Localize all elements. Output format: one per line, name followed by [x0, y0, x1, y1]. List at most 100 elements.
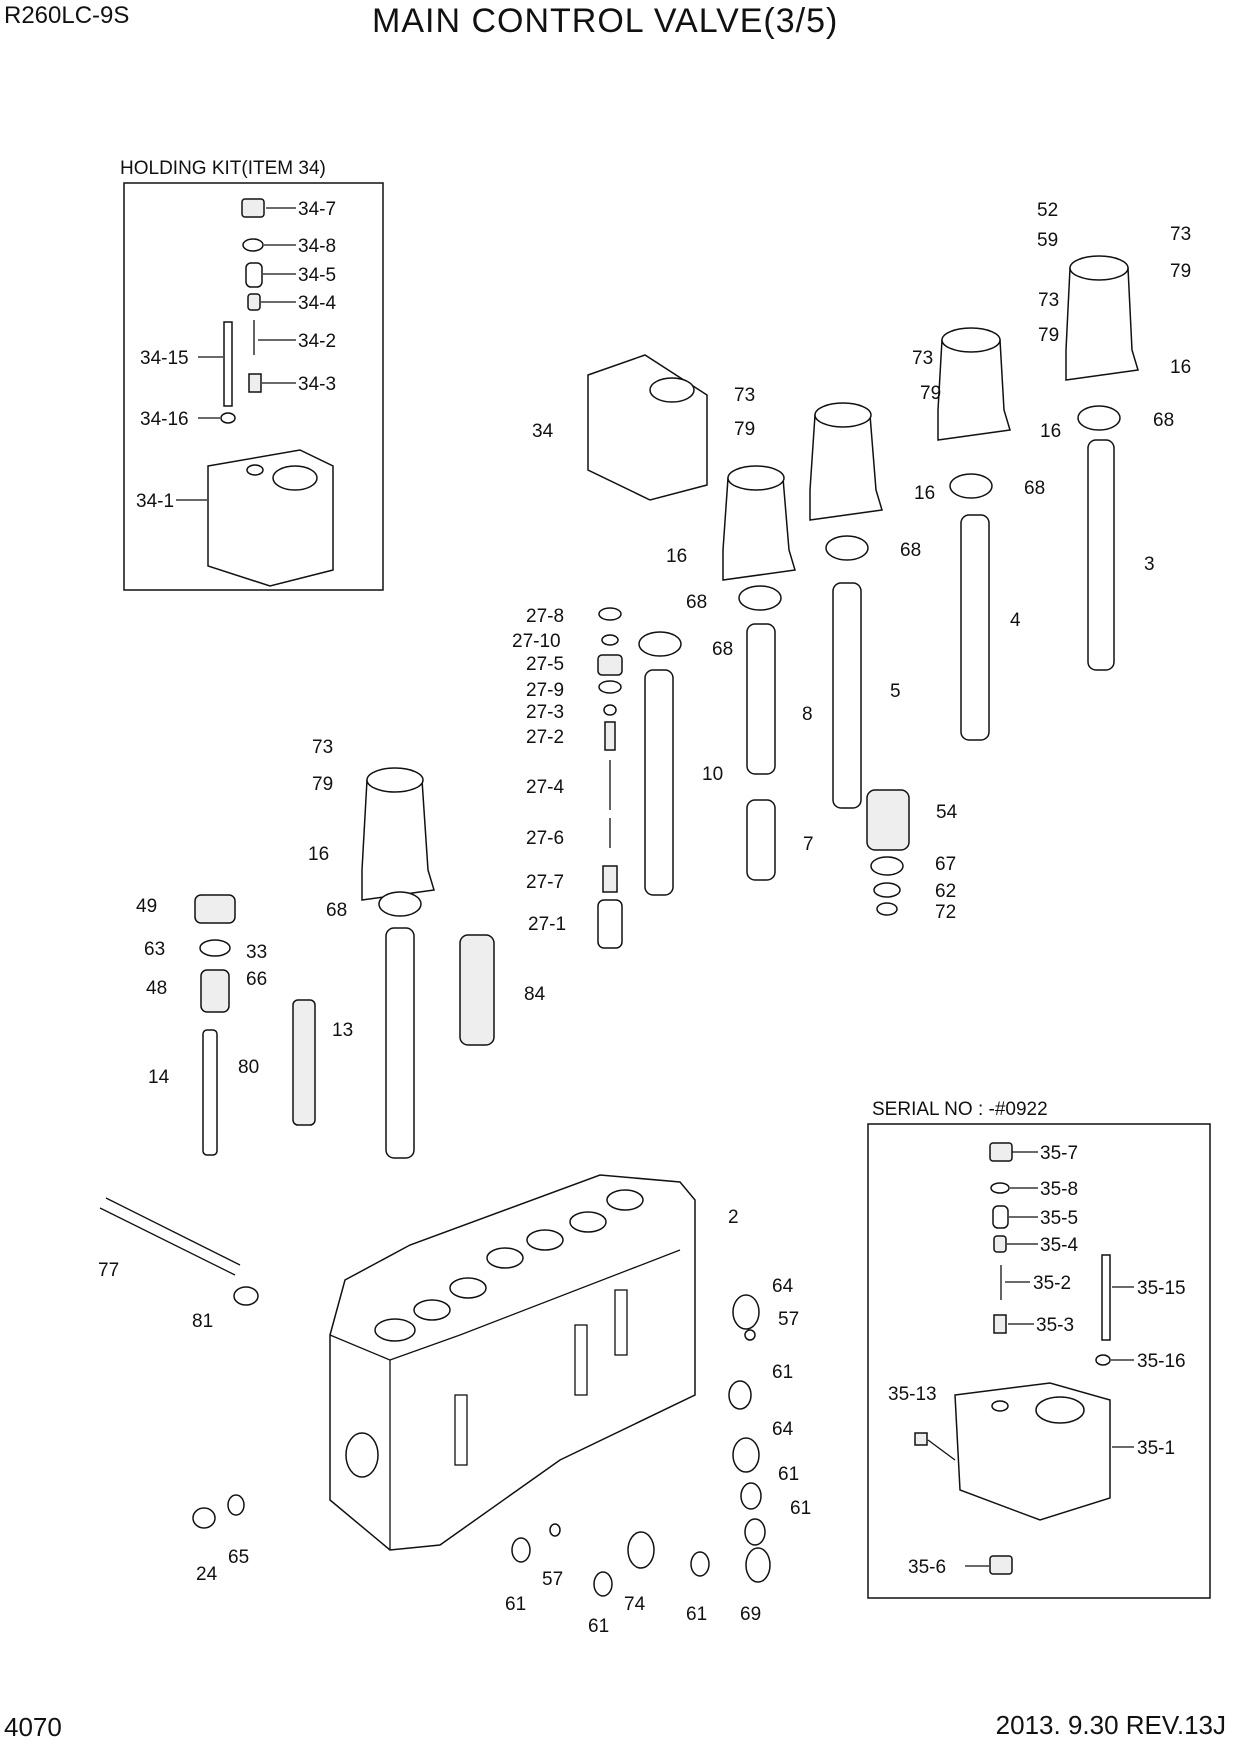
part-label: 35-6: [908, 1557, 946, 1578]
part-label: 61: [778, 1464, 799, 1485]
part-label: 34-5: [298, 265, 336, 286]
part-label: 65: [228, 1547, 249, 1568]
part-label: 59: [1037, 230, 1058, 251]
page-title: MAIN CONTROL VALVE(3/5): [372, 2, 839, 40]
part-label: 34-2: [298, 331, 336, 352]
part-label: 35-5: [1040, 1208, 1078, 1229]
part-label: 81: [192, 1311, 213, 1332]
part-label: 77: [98, 1260, 119, 1281]
part-label: 7: [803, 834, 814, 855]
part-label: 5: [890, 681, 901, 702]
part-label: 68: [326, 900, 347, 921]
part-label: 35-16: [1137, 1351, 1186, 1372]
valve-body: [329, 1174, 696, 1551]
part-label: 35-15: [1137, 1278, 1186, 1299]
part-label: 16: [666, 546, 687, 567]
part-label: 61: [686, 1604, 707, 1625]
part-label: 35-8: [1040, 1179, 1078, 1200]
part-label: 27-9: [526, 680, 564, 701]
component-parts: [99, 255, 1139, 1597]
part-label: 61: [790, 1498, 811, 1519]
part-label: 67: [935, 854, 956, 875]
part-label: 73: [1038, 290, 1059, 311]
part-label: 34-15: [140, 348, 189, 369]
part-label: 68: [686, 592, 707, 613]
part-label: 34-3: [298, 374, 336, 395]
holding-kit-caption: HOLDING KIT(ITEM 34): [120, 158, 326, 179]
part-label: 27-6: [526, 828, 564, 849]
part-label: 68: [900, 540, 921, 561]
part-label: 54: [936, 802, 958, 823]
part-label: 34-1: [136, 491, 174, 512]
part-label: 16: [1040, 421, 1061, 442]
part-label: 10: [702, 764, 723, 785]
part-label: 35-3: [1036, 1315, 1074, 1336]
part-label: 16: [914, 483, 935, 504]
serial-kit-panel: SERIAL NO : -#0922 35-7 35-8 35-5 35-4 3…: [867, 1099, 1211, 1599]
part-label: 27-10: [512, 631, 561, 652]
part-label: 62: [935, 881, 956, 902]
part-label: 34-16: [140, 409, 189, 430]
part-label: 79: [920, 383, 941, 404]
part-label: 79: [734, 419, 755, 440]
serial-kit-caption: SERIAL NO : -#0922: [872, 1099, 1048, 1120]
part-label: 27-8: [526, 606, 564, 627]
part-label: 27-5: [526, 654, 564, 675]
part-label: 61: [772, 1362, 793, 1383]
part-label: 52: [1037, 200, 1058, 221]
part-label: 34-8: [298, 236, 336, 257]
part-label: 16: [1170, 357, 1191, 378]
part-label: 73: [312, 737, 333, 758]
part-label: 73: [1170, 224, 1191, 245]
part-label: 16: [308, 844, 329, 865]
part-label: 27-4: [526, 777, 564, 798]
part-label: 64: [772, 1276, 794, 1297]
part-label: 79: [1170, 261, 1191, 282]
part-label: 68: [1024, 478, 1045, 499]
part-label: 27-1: [528, 914, 566, 935]
part-label: 27-3: [526, 702, 564, 723]
part-label: 57: [542, 1569, 563, 1590]
part-label: 34-4: [298, 293, 336, 314]
part-label: 2: [728, 1207, 739, 1228]
callout-labels: 52 73 59 79 73 79 16 73 79 68 73 79 16 3…: [98, 200, 1191, 1637]
part-label: 79: [312, 774, 333, 795]
part-label: 61: [588, 1616, 609, 1637]
part-label: 24: [196, 1564, 218, 1585]
part-label: 35-7: [1040, 1143, 1078, 1164]
part-label: 73: [734, 385, 755, 406]
part-label: 84: [524, 984, 546, 1005]
model-code: R260LC-9S: [4, 2, 130, 29]
holding-kit-panel: HOLDING KIT(ITEM 34) 34-7 34-8 34-5 34-4…: [120, 158, 384, 591]
part-label: 66: [246, 969, 267, 990]
part-label: 73: [912, 348, 933, 369]
part-label: 79: [1038, 325, 1059, 346]
part-label: 27-2: [526, 727, 564, 748]
part-label: 61: [505, 1594, 526, 1615]
part-label: 48: [146, 978, 167, 999]
part-label: 13: [332, 1020, 353, 1041]
part-label: 68: [1153, 410, 1174, 431]
part-label: 35-2: [1033, 1273, 1071, 1294]
part-label: 68: [712, 639, 733, 660]
part-label: 3: [1144, 554, 1155, 575]
part-label: 80: [238, 1057, 259, 1078]
part-label: 35-4: [1040, 1235, 1078, 1256]
part-label: 57: [778, 1309, 799, 1330]
part-label: 64: [772, 1419, 794, 1440]
part-label: 34-7: [298, 199, 336, 220]
part-label: 33: [246, 942, 267, 963]
part-label: 72: [935, 902, 956, 923]
part-label: 63: [144, 939, 165, 960]
part-label: 35-1: [1137, 1438, 1175, 1459]
part-label: 27-7: [526, 872, 564, 893]
part-label: 74: [624, 1594, 646, 1615]
part-label: 35-13: [888, 1384, 937, 1405]
part-label: 8: [802, 704, 813, 725]
part-label: 14: [148, 1067, 170, 1088]
part-label: 34: [532, 421, 554, 442]
part-label: 4: [1010, 610, 1021, 631]
revision-date: 2013. 9.30 REV.13J: [995, 1710, 1226, 1740]
part-label: 49: [136, 896, 157, 917]
